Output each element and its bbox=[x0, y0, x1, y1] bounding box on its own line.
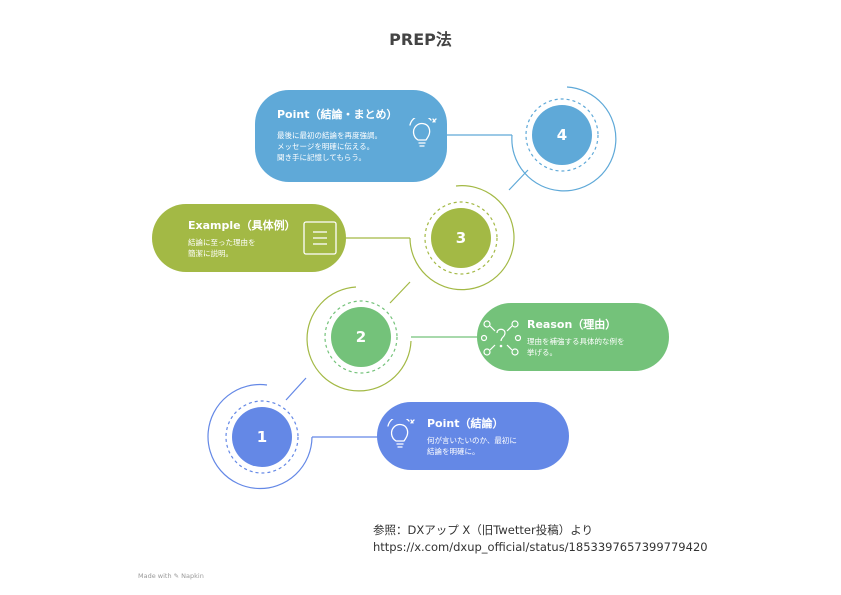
step-1-card: Point（結論） 何が言いたいのか、最初に 結論を明確に。 bbox=[377, 402, 569, 470]
step-3-title: Example（具体例） bbox=[188, 219, 296, 232]
lightbulb-icon bbox=[387, 419, 415, 448]
step-2-ring bbox=[306, 286, 412, 392]
reference-line-1: 参照：DXアップ X（旧Twetter投稿）より bbox=[373, 523, 593, 537]
step-2-card: Reason（理由） 理由を補強する具体的な例を 挙げる。 bbox=[477, 303, 669, 371]
network-question-icon bbox=[481, 320, 521, 356]
step-2-title: Reason（理由） bbox=[527, 318, 617, 331]
reference-text: 参照：DXアップ X（旧Twetter投稿）より https://x.com/d… bbox=[373, 522, 708, 556]
step-4-card: Point（結論・まとめ） 最後に最初の結論を再度強調。 メッセージを明確に伝え… bbox=[255, 90, 447, 182]
step-2-circle bbox=[331, 307, 391, 367]
step-4-number: 4 bbox=[556, 126, 568, 144]
step-4-ring bbox=[511, 86, 617, 192]
step-2-number: 2 bbox=[355, 328, 367, 346]
step-1-title: Point（結論） bbox=[427, 417, 504, 430]
step-3-circle bbox=[431, 208, 491, 268]
lightbulb-icon bbox=[409, 118, 437, 147]
step-3-ring bbox=[409, 185, 515, 291]
step-1-description: 何が言いたいのか、最初に 結論を明確に。 bbox=[427, 436, 517, 456]
step-4-description: 最後に最初の結論を再度強調。 メッセージを明確に伝える。 聞き手に記憶してもらう… bbox=[277, 131, 382, 162]
step-3-description: 結論に至った理由を 簡潔に説明。 bbox=[188, 238, 256, 258]
step-4-circle bbox=[532, 105, 592, 165]
step-1-ring bbox=[207, 383, 313, 490]
step-4-title: Point（結論・まとめ） bbox=[277, 108, 398, 121]
reference-url[interactable]: https://x.com/dxup_official/status/18533… bbox=[373, 540, 708, 554]
step-3-number: 3 bbox=[455, 229, 467, 247]
connector-2-3 bbox=[389, 281, 411, 304]
step-3-card: Example（具体例） 結論に至った理由を 簡潔に説明。 bbox=[152, 204, 346, 272]
diagram-title: PREP法 bbox=[389, 30, 452, 49]
napkin-credit: Made with ✎ Napkin bbox=[138, 572, 204, 580]
step-1-number: 1 bbox=[256, 428, 268, 446]
document-lines-icon bbox=[303, 221, 337, 255]
step-1-circle bbox=[232, 407, 292, 467]
connector-1-2 bbox=[285, 377, 307, 401]
step-2-description: 理由を補強する具体的な例を 挙げる。 bbox=[527, 337, 625, 357]
